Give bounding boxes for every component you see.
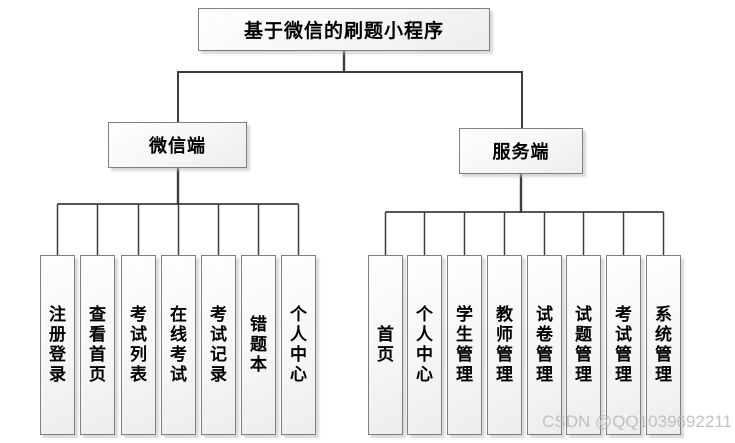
leaf-label: 学 生 管 理 (456, 305, 473, 384)
leaf-wrong-question-book: 错 题 本 (241, 255, 276, 435)
leaf-label: 在 线 考 试 (170, 305, 187, 384)
leaf-label: 教 师 管 理 (496, 305, 513, 384)
leaf-label: 考 试 记 录 (210, 305, 227, 384)
csdn-watermark: CSDN @QQ1039692211 (542, 412, 732, 431)
leaf-label: 注 册 登 录 (49, 305, 66, 384)
leaf-label: 试 题 管 理 (575, 305, 592, 384)
branch-node-server-side: 服务端 (459, 128, 583, 174)
branch-server-label: 服务端 (492, 142, 550, 162)
leaf-teacher-management: 教 师 管 理 (487, 255, 522, 435)
leaf-personal-center-server: 个 人 中 心 (407, 255, 442, 435)
leaf-label: 查 看 首 页 (89, 305, 106, 384)
leaf-paper-management: 试 卷 管 理 (527, 255, 562, 435)
leaf-register-login: 注 册 登 录 (40, 255, 75, 435)
leaf-label: 个 人 中 心 (290, 305, 307, 384)
leaf-label: 考 试 列 表 (130, 305, 147, 384)
root-node-label: 基于微信的刷题小程序 (243, 21, 444, 42)
leaf-online-exam: 在 线 考 试 (161, 255, 196, 435)
leaf-exam-records: 考 试 记 录 (201, 255, 236, 435)
leaf-label: 考 试 管 理 (615, 305, 632, 384)
branch-node-wechat-client: 微信端 (108, 122, 247, 168)
leaf-view-home: 查 看 首 页 (80, 255, 115, 435)
leaf-system-management: 系 统 管 理 (646, 255, 681, 435)
root-node: 基于微信的刷题小程序 (198, 8, 490, 51)
leaf-home-page: 首 页 (368, 255, 403, 435)
leaf-exam-management: 考 试 管 理 (606, 255, 641, 435)
branch-wechat-label: 微信端 (149, 136, 206, 156)
leaf-label: 个 人 中 心 (416, 305, 433, 384)
leaf-label: 首 页 (377, 325, 394, 364)
leaf-personal-center-client: 个 人 中 心 (281, 255, 316, 435)
leaf-question-management: 试 题 管 理 (566, 255, 601, 435)
leaf-label: 错 题 本 (250, 315, 267, 374)
leaf-label: 试 卷 管 理 (536, 305, 553, 384)
leaf-label: 系 统 管 理 (655, 305, 672, 384)
leaf-exam-list: 考 试 列 表 (121, 255, 156, 435)
leaf-student-management: 学 生 管 理 (447, 255, 482, 435)
